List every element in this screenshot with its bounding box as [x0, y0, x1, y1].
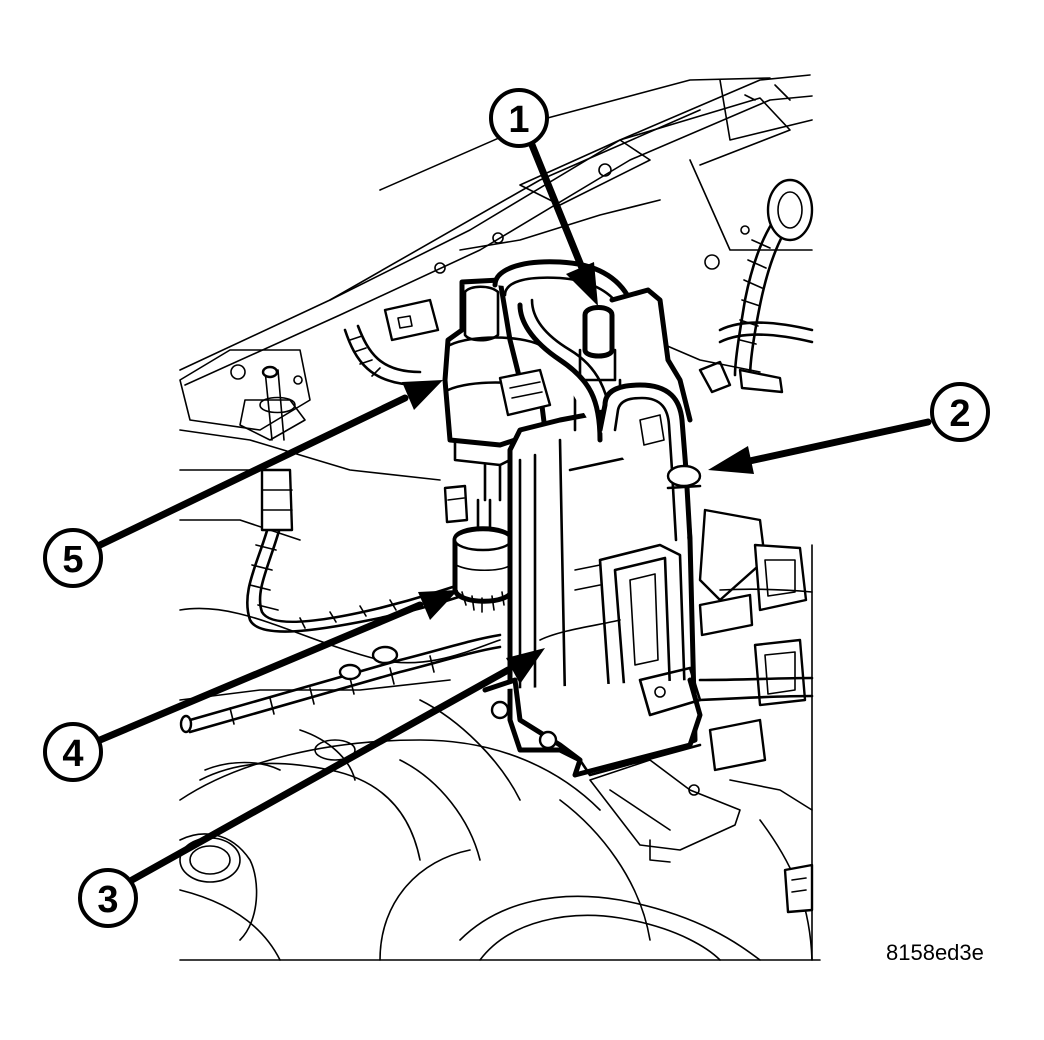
callout-1-arrowhead	[566, 262, 598, 306]
callout-1: 1	[489, 88, 598, 306]
background-body-structure	[179, 74, 821, 961]
vapor-hoses	[492, 259, 702, 543]
callout-3-circle	[78, 868, 138, 928]
evap-canister	[482, 305, 703, 778]
callout-2-arrowhead	[708, 446, 754, 474]
callout-5-leader	[96, 394, 409, 549]
callout-2-circle	[930, 382, 990, 442]
callout-3: 3	[78, 648, 545, 928]
evap-system-filter	[443, 484, 515, 613]
callout-2-label: 2	[949, 393, 970, 435]
callout-5-arrowhead	[402, 380, 443, 410]
callout-4-circle	[43, 722, 103, 782]
callout-1-label: 1	[508, 99, 529, 141]
callout-1-circle	[489, 88, 549, 148]
callout-5-label: 5	[62, 539, 83, 581]
leak-detection-pump	[442, 277, 552, 502]
callout-4-leader	[96, 601, 424, 744]
figure-code: 8158ed3e	[886, 940, 984, 965]
callout-5-circle	[43, 528, 103, 588]
callout-3-label: 3	[97, 879, 118, 921]
callout-2-leader	[741, 418, 932, 466]
callout-5: 5	[43, 380, 443, 588]
callout-3-leader	[128, 666, 512, 884]
callout-3-arrowhead	[506, 648, 545, 684]
callout-4-arrowhead	[418, 590, 458, 620]
callout-4-label: 4	[62, 733, 83, 775]
callout-4: 4	[43, 590, 458, 782]
wiring-harness-right	[664, 178, 814, 961]
callout-1-leader	[526, 136, 586, 272]
callout-2: 2	[708, 382, 990, 474]
